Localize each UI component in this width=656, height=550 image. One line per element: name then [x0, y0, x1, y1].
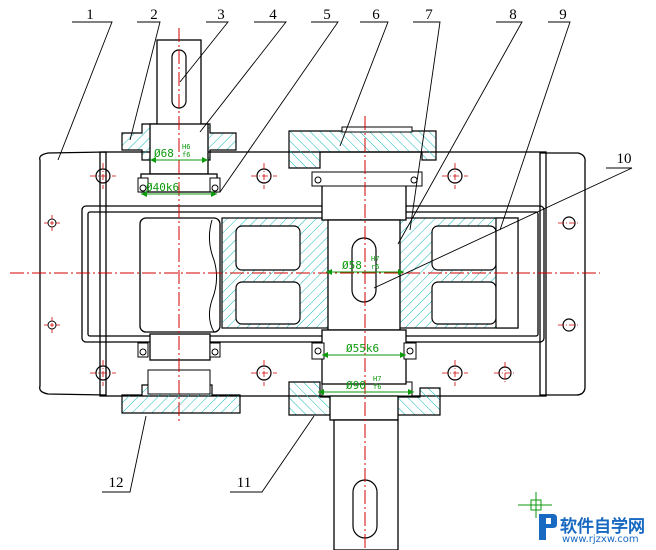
- svg-text:H6: H6: [182, 143, 190, 151]
- part-label-7: 7: [425, 7, 433, 23]
- dim-d68: Ø68 H6 f6: [154, 143, 190, 160]
- part-label-10: 10: [617, 151, 632, 167]
- svg-text:Ø90: Ø90: [346, 379, 366, 392]
- dimension-arrows: [141, 157, 414, 395]
- part-label-8: 8: [509, 7, 517, 23]
- svg-text:f6: f6: [182, 151, 190, 159]
- bolt-centerlines: [90, 163, 580, 386]
- svg-text:f6: f6: [373, 383, 381, 391]
- watermark-url: www.rjzxw.com: [562, 534, 639, 545]
- part-label-5: 5: [323, 7, 331, 23]
- part-label-12: 12: [109, 475, 124, 491]
- part-label-6: 6: [372, 7, 380, 23]
- right-top-bearing-cap: [288, 126, 437, 169]
- small-holes: [47, 218, 57, 330]
- part-label-9: 9: [559, 7, 567, 23]
- dim-d58: Ø58 H7 r6: [342, 255, 379, 272]
- svg-text:H7: H7: [373, 375, 381, 383]
- watermark: 软件自学网 www.rjzxw.com: [536, 510, 654, 548]
- watermark-title: 软件自学网: [560, 517, 645, 537]
- site-logo-icon: [539, 514, 557, 540]
- dimension-lines: [141, 159, 414, 393]
- output-shaft: [321, 183, 407, 550]
- part-label-3: 3: [217, 7, 225, 23]
- centerlines: [10, 28, 600, 548]
- leader-lines: [57, 21, 633, 493]
- svg-text:Ø68: Ø68: [154, 147, 174, 160]
- right-bearings: [311, 171, 423, 360]
- dim-d90: Ø90 H7 f6: [346, 375, 381, 392]
- input-shaft: [139, 39, 221, 361]
- svg-text:H7: H7: [371, 255, 379, 263]
- part-label-2: 2: [150, 7, 158, 23]
- svg-text:r6: r6: [371, 263, 379, 271]
- pinion-break-line: [208, 219, 218, 333]
- part-label-4: 4: [269, 7, 277, 23]
- part-label-1: 1: [86, 7, 94, 23]
- left-bearings: [137, 177, 221, 358]
- dimension-texts: Ø68 H6 f6 Ø40k6 Ø58 H7 r6 Ø55k6 Ø90 H7 f…: [146, 143, 381, 392]
- part-label-11: 11: [237, 475, 251, 491]
- dim-d40: Ø40k6: [146, 181, 179, 194]
- crosshair-mark: [518, 492, 552, 518]
- svg-text:Ø58: Ø58: [342, 259, 362, 272]
- left-bottom-bearing-cap: [121, 369, 241, 414]
- part-number-labels: 1 2 3 4 5 6 7 8 9 10 11 12: [86, 7, 631, 491]
- dim-d55: Ø55k6: [346, 342, 379, 355]
